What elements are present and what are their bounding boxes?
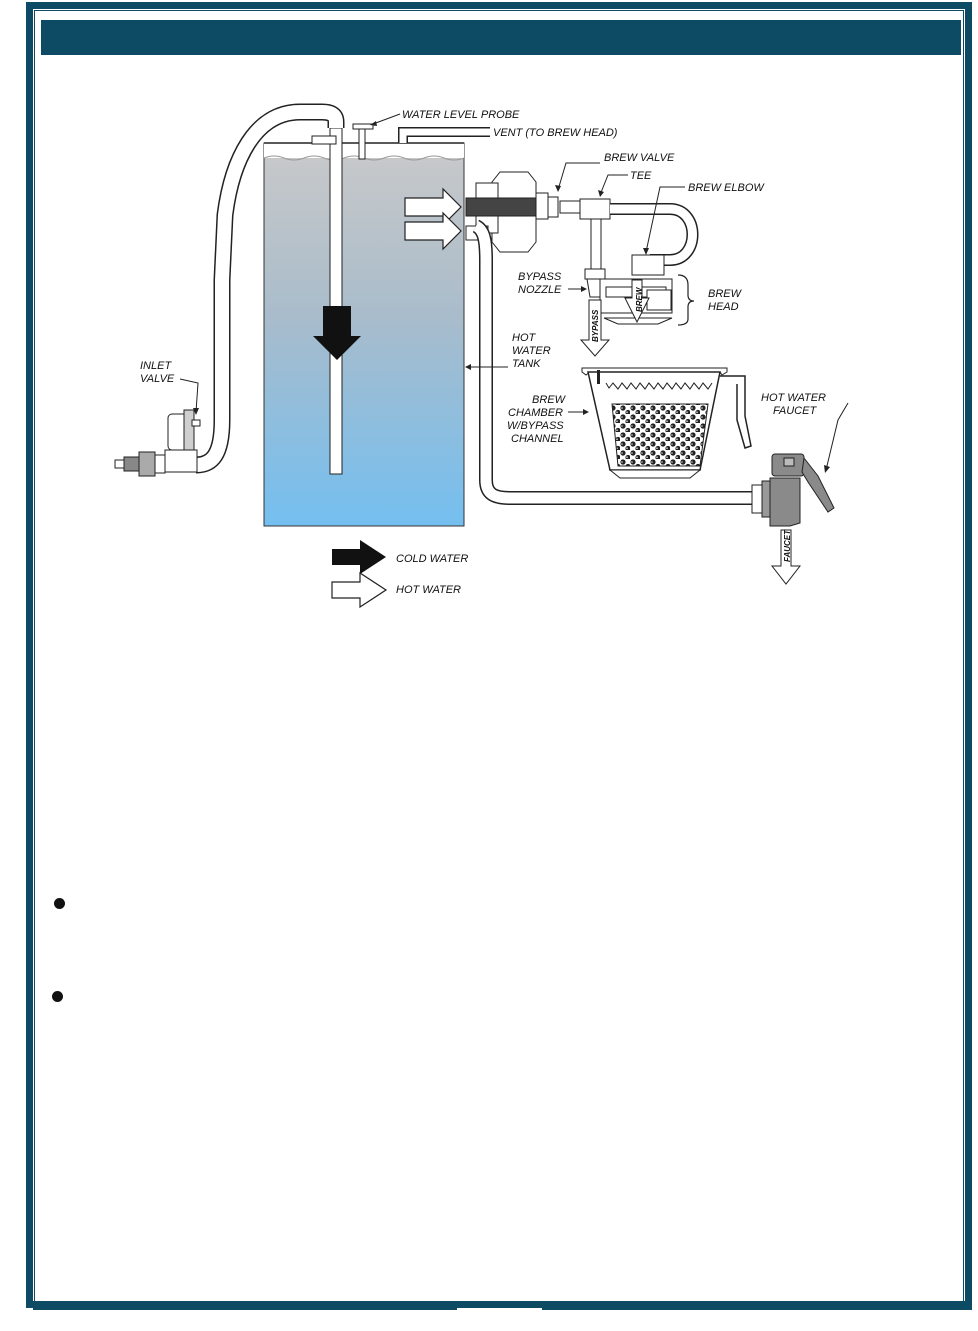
label-brew-chamber-line1: BREW (532, 394, 567, 406)
label-hot-water-tank-line2: WATER (512, 345, 551, 357)
cold-water-flow-arrow (313, 306, 361, 360)
label-tee: TEE (630, 170, 652, 182)
brew-flow-arrow (624, 279, 650, 324)
label-bypass-nozzle-line1: BYPASS (518, 271, 562, 283)
footer-rule-left (33, 1303, 457, 1310)
label-hot-water-tank-line1: HOT (512, 332, 537, 344)
label-hot-water-tank-line3: TANK (512, 358, 541, 370)
water-level-probe (352, 113, 401, 160)
hot-water-faucet: FAUCET (751, 453, 835, 585)
brew-chamber (581, 367, 752, 479)
leader-arrowheads (193, 185, 830, 473)
brew-head: BREW (599, 254, 695, 326)
label-brew-chamber-line4: CHANNEL (511, 433, 564, 445)
legend-hot-water-icon (331, 571, 388, 609)
page-frame-inner (34, 10, 964, 1302)
label-brew-head-line2: HEAD (708, 301, 739, 313)
brew-valve-assembly (465, 171, 581, 253)
tee-and-brew-tube (579, 198, 699, 298)
label-brew-chamber-line3: W/BYPASS (507, 420, 564, 432)
fill-tube (313, 127, 361, 475)
label-water-level-probe: WATER LEVEL PROBE (402, 109, 520, 121)
label-brew-head-line1: BREW (708, 288, 743, 300)
inlet-valve (114, 409, 201, 477)
label-brew-elbow: BREW ELBOW (688, 182, 765, 194)
footer-rule-right (542, 1303, 972, 1310)
faucet-flow-arrow (770, 529, 802, 585)
legend-cold-water-label: COLD WATER (396, 553, 468, 565)
bullet-marker-1 (54, 898, 65, 909)
label-bypass-nozzle-line2: NOZZLE (518, 284, 562, 296)
inlet-hose (195, 103, 345, 474)
faucet-tube (472, 219, 752, 505)
bypass-flow-arrow: BYPASS (579, 299, 611, 357)
label-hot-water-faucet-line1: HOT WATER (761, 392, 826, 404)
legend: COLD WATER HOT WATER (331, 540, 468, 609)
hot-water-arrow-lower (404, 211, 462, 251)
label-hot-water-faucet-line2: FAUCET (773, 405, 817, 417)
label-inlet-valve-line2: VALVE (140, 373, 175, 385)
label-inlet-valve-line1: INLET (140, 360, 172, 372)
bullet-marker-2 (52, 991, 63, 1002)
page-frame (26, 2, 972, 1308)
bypass-arrow-label: BYPASS (591, 309, 600, 342)
hot-water-arrow-upper (404, 187, 462, 227)
label-brew-valve: BREW VALVE (604, 152, 675, 164)
vent-tube (398, 127, 490, 143)
legend-hot-water-label: HOT WATER (396, 584, 461, 596)
legend-cold-water-icon (332, 540, 386, 574)
header-bar (41, 20, 961, 55)
label-vent: VENT (TO BREW HEAD) (493, 127, 618, 139)
label-brew-chamber-line2: CHAMBER (508, 407, 563, 419)
brew-arrow-label: BREW (635, 286, 644, 312)
faucet-arrow-label: FAUCET (783, 529, 792, 562)
